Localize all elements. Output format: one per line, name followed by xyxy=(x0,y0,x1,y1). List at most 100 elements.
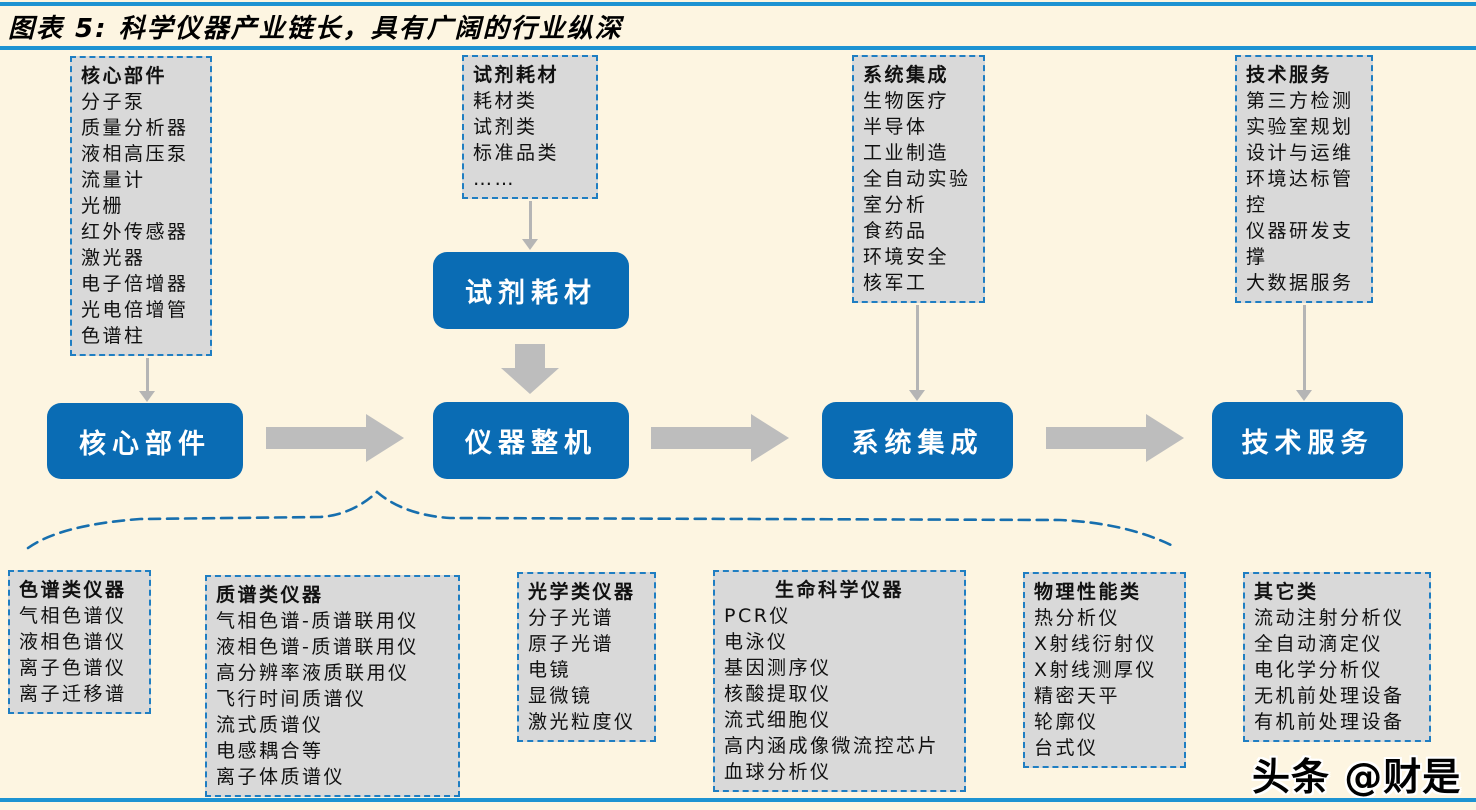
box-item: 食药品 xyxy=(863,220,928,242)
box-item: 工业制造 xyxy=(863,142,950,164)
figure-title: 图表 5: 科学仪器产业链长，具有广阔的行业纵深 xyxy=(8,14,623,44)
box-header: 质谱类仪器 xyxy=(216,584,324,606)
box-item-list: 生物医疗半导体工业制造全自动实验室分析食药品环境安全核军工 xyxy=(863,88,974,296)
box-item: 基因测序仪 xyxy=(724,657,832,679)
box-item: 光栅 xyxy=(81,195,125,217)
box-item: 离子色谱仪 xyxy=(19,657,127,679)
box-header: 色谱类仪器 xyxy=(19,579,127,601)
bottom-box-life-science: 生命科学仪器 PCR仪电泳仪基因测序仪核酸提取仪流式细胞仪高内涵成像微流控芯片血… xyxy=(713,570,966,792)
box-item: 电子倍增器 xyxy=(81,273,189,295)
box-item: 耗材类 xyxy=(473,90,538,112)
brace-dashed-connector xyxy=(26,490,1173,550)
box-item: 气相色谱-质谱联用仪 xyxy=(216,610,419,632)
box-item: 撑 xyxy=(1246,246,1268,268)
box-item: 实验室规划 xyxy=(1246,116,1354,138)
top-rule xyxy=(0,2,1476,6)
box-item: 轮廓仪 xyxy=(1034,711,1099,733)
box-item: 热分析仪 xyxy=(1034,607,1121,629)
box-item: 生物医疗 xyxy=(863,90,950,112)
node-core-components: 核心部件 xyxy=(47,403,243,479)
box-item: 飞行时间质谱仪 xyxy=(216,688,367,710)
box-item: 离子体质谱仪 xyxy=(216,766,346,788)
right-arrow-icon xyxy=(651,414,789,462)
box-item: 色谱柱 xyxy=(81,325,146,347)
box-item-list: 热分析仪 X射线衍射仪 X射线测厚仪精密天平轮廓仪台式仪 xyxy=(1034,605,1175,761)
box-item: 第三方检测 xyxy=(1246,90,1354,112)
big-down-arrow-icon xyxy=(501,344,559,394)
box-item: 红外传感器 xyxy=(81,221,189,243)
box-header: 系统集成 xyxy=(863,64,950,86)
node-reagent-consumables: 试剂耗材 xyxy=(433,252,629,329)
box-item: 无机前处理设备 xyxy=(1254,685,1405,707)
box-item: 核酸提取仪 xyxy=(724,683,832,705)
box-header: 其它类 xyxy=(1254,581,1319,603)
box-header: 试剂耗材 xyxy=(473,64,560,86)
box-item: 电泳仪 xyxy=(724,631,789,653)
box-item: 电化学分析仪 xyxy=(1254,659,1384,681)
box-item: 台式仪 xyxy=(1034,737,1099,759)
box-item: 原子光谱 xyxy=(528,633,615,655)
top-box-technical-services: 技术服务 第三方检测实验室规划设计与运维环境达标管控仪器研发支撑大数据服务 xyxy=(1235,55,1373,303)
box-item: 离子迁移谱 xyxy=(19,683,127,705)
bottom-box-mass-spectrometry: 质谱类仪器 气相色谱-质谱联用仪液相色谱-质谱联用仪高分辨率液质联用仪飞行时间质… xyxy=(205,575,460,797)
box-item: 环境达标管 xyxy=(1246,168,1354,190)
box-item: 核军工 xyxy=(863,272,928,294)
box-item-list: 第三方检测实验室规划设计与运维环境达标管控仪器研发支撑大数据服务 xyxy=(1246,88,1362,296)
box-item: 激光粒度仪 xyxy=(528,711,636,733)
top-box-core-components: 核心部件 分子泵质量分析器液相高压泵流量计光栅红外传感器激光器电子倍增器光电倍增… xyxy=(70,56,212,356)
box-item: 控 xyxy=(1246,194,1268,216)
box-item: 分子光谱 xyxy=(528,607,615,629)
box-item: 高分辨率液质联用仪 xyxy=(216,662,410,684)
box-item-list: 分子泵质量分析器液相高压泵流量计光栅红外传感器激光器电子倍增器光电倍增管色谱柱 xyxy=(81,89,201,349)
bottom-box-optical: 光学类仪器 分子光谱原子光谱电镜显微镜激光粒度仪 xyxy=(517,572,656,742)
box-header: 物理性能类 xyxy=(1034,581,1142,603)
watermark-text: 头条 @财是 xyxy=(1252,755,1462,799)
right-arrow-icon xyxy=(1046,414,1184,462)
box-item: 全自动滴定仪 xyxy=(1254,633,1384,655)
box-item-list: 流动注射分析仪全自动滴定仪电化学分析仪无机前处理设备有机前处理设备 xyxy=(1254,605,1420,735)
bottom-box-physical-properties: 物理性能类 热分析仪 X射线衍射仪 X射线测厚仪精密天平轮廓仪台式仪 xyxy=(1023,572,1186,768)
box-item: 液相色谱-质谱联用仪 xyxy=(216,636,419,658)
node-whole-instrument: 仪器整机 xyxy=(433,402,629,479)
down-arrow-icon xyxy=(909,305,925,401)
box-item-list: PCR仪电泳仪基因测序仪核酸提取仪流式细胞仪高内涵成像微流控芯片血球分析仪 xyxy=(724,603,955,785)
node-technical-services: 技术服务 xyxy=(1212,402,1403,479)
box-item-list: 耗材类试剂类标准品类…… xyxy=(473,88,587,192)
box-item: PCR仪 xyxy=(724,605,791,627)
box-item-list: 气相色谱仪液相色谱仪离子色谱仪离子迁移谱 xyxy=(19,603,140,707)
box-item: 气相色谱仪 xyxy=(19,605,127,627)
box-item: 流动注射分析仪 xyxy=(1254,607,1405,629)
box-item: 激光器 xyxy=(81,247,146,269)
box-item: 精密天平 xyxy=(1034,685,1121,707)
box-item: 环境安全 xyxy=(863,246,950,268)
box-item: 流式细胞仪 xyxy=(724,709,832,731)
right-arrow-icon xyxy=(266,414,404,462)
box-item: 液相色谱仪 xyxy=(19,631,127,653)
bottom-box-others: 其它类 流动注射分析仪全自动滴定仪电化学分析仪无机前处理设备有机前处理设备 xyxy=(1243,572,1431,742)
box-item: 试剂类 xyxy=(473,116,538,138)
down-arrow-icon xyxy=(139,358,155,402)
box-item: 电感耦合等 xyxy=(216,740,324,762)
box-item: 显微镜 xyxy=(528,685,593,707)
box-header: 核心部件 xyxy=(81,65,168,87)
box-item: 有机前处理设备 xyxy=(1254,711,1405,733)
bottom-rule xyxy=(0,798,1476,802)
down-arrow-icon xyxy=(1296,305,1312,401)
box-item: 液相高压泵 xyxy=(81,143,189,165)
box-header: 生命科学仪器 xyxy=(774,579,904,601)
box-item: 电镜 xyxy=(528,659,572,681)
box-item: 仪器研发支 xyxy=(1246,220,1354,242)
box-item: X射线衍射仪 xyxy=(1034,633,1158,655)
box-item: 光电倍增管 xyxy=(81,299,189,321)
box-item: 室分析 xyxy=(863,194,928,216)
box-item: 半导体 xyxy=(863,116,928,138)
title-underline-rule xyxy=(0,46,1476,50)
top-box-system-integration: 系统集成 生物医疗半导体工业制造全自动实验室分析食药品环境安全核军工 xyxy=(852,55,985,303)
box-item: X射线测厚仪 xyxy=(1034,659,1158,681)
box-item: 高内涵成像微流控芯片 xyxy=(724,735,940,757)
box-item: 分子泵 xyxy=(81,91,146,113)
box-item-list: 分子光谱原子光谱电镜显微镜激光粒度仪 xyxy=(528,605,645,735)
box-item: 全自动实验 xyxy=(863,168,971,190)
bottom-box-chromatography: 色谱类仪器 气相色谱仪液相色谱仪离子色谱仪离子迁移谱 xyxy=(8,570,151,714)
